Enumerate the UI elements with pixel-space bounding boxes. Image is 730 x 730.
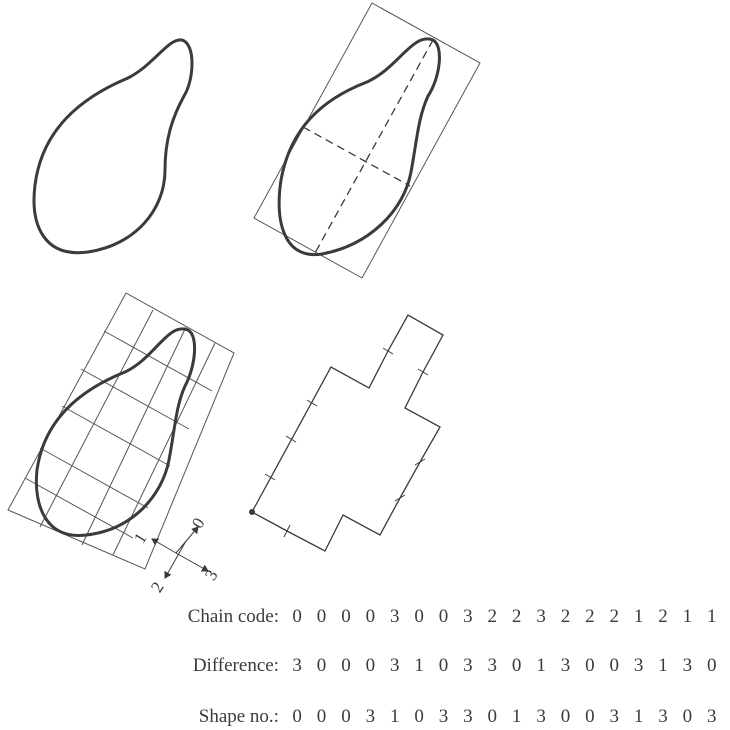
shape-number-label: Shape no.: [198,706,279,727]
grid-line [81,326,187,546]
axis-arrow-0 [175,526,199,554]
axis-arrow-2 [164,540,187,579]
axis-label-1: 1 [130,529,151,546]
axis-arrow-1 [151,538,177,554]
shape-number-digit: 0 [487,706,498,727]
difference-digit: 3 [389,655,400,676]
shape-number-digit: 0 [414,706,424,727]
difference-digit: 3 [487,655,498,676]
chain-code-digit: 1 [633,606,644,627]
tick [306,399,318,407]
shape-number-digit: 3 [609,706,619,727]
chain-code-polygon [251,314,444,552]
tick [414,458,426,466]
tick [285,435,297,443]
difference-digit: 0 [511,655,522,676]
start-point [249,509,255,515]
difference-digit: 0 [438,655,449,676]
chain-code-digit: 2 [585,606,595,627]
chain-code-digit: 2 [609,606,619,627]
chain-code-row: Chain code: 0 0 0 0 3 0 0 3 2 2 3 2 2 2 … [188,604,724,630]
chain-code-digit: 2 [487,606,498,627]
shape-number-digit: 0 [316,706,327,727]
chain-code-digit: 3 [463,606,473,627]
axis-label-2: 2 [147,578,168,595]
difference-digit: 3 [633,655,644,676]
boundary-on-grid [34,327,197,537]
shape-number-digit: 1 [511,706,522,727]
difference-digit: 0 [341,655,351,676]
difference-digit: 3 [463,655,473,676]
shape-number-digit: 3 [365,706,376,727]
difference-digit: 0 [585,655,595,676]
chain-code-digit: 3 [389,606,400,627]
segment-ticks [264,347,429,538]
chain-code-digit: 0 [365,606,376,627]
chain-code-digits: 0 0 0 0 3 0 0 3 2 2 3 2 2 2 1 2 1 1 [285,606,724,628]
tick [417,368,429,376]
axis-label-0: 0 [188,514,209,531]
shape-number-digit: 3 [707,706,717,727]
shape-number-digit: 3 [438,706,449,727]
difference-digits: 3 0 0 0 3 1 0 3 3 0 1 3 0 0 3 1 3 0 [285,655,724,677]
chain-code-digit: 2 [560,606,571,627]
axis-label-3: 3 [201,566,222,583]
difference-digit: 0 [365,655,376,676]
minor-axis [302,126,411,187]
axis-arrow-3 [175,552,209,572]
grid-line [80,368,190,430]
grid-line [8,274,91,510]
chain-code-digit: 0 [341,606,351,627]
chain-code-digit: 1 [707,606,717,627]
panel-chain-polygon [249,314,444,552]
grid-line [61,405,171,467]
shape-number-digits: 0 0 0 3 1 0 3 3 0 1 3 0 0 3 1 3 0 3 [285,706,724,728]
shape-number-digit: 3 [536,706,546,727]
shape-number-row: Shape no.: 0 0 0 3 1 0 3 3 0 1 3 0 0 3 1… [199,704,724,730]
difference-row: Difference: 3 0 0 0 3 1 0 3 3 0 1 3 0 0 … [193,653,724,679]
chain-code-label: Chain code: [187,606,279,627]
shape-number-digit: 0 [585,706,595,727]
grid-line [39,447,149,509]
boundary-original [32,38,194,255]
grid-line [39,309,154,528]
tick [394,494,406,502]
difference-digit: 3 [292,655,302,676]
major-axis [314,39,434,254]
tick [283,524,291,538]
difference-digit: 1 [414,655,424,676]
shape-number-digit: 3 [463,706,473,727]
difference-digit: 0 [609,655,619,676]
difference-digit: 3 [682,655,693,676]
chain-code-digit: 0 [414,606,424,627]
shape-number-digit: 0 [292,706,302,727]
tick [264,473,276,481]
difference-label: Difference: [192,655,279,676]
chain-code-digit: 1 [682,606,693,627]
chain-code-digit: 2 [658,606,668,627]
chain-code-digit: 0 [316,606,327,627]
difference-digit: 1 [536,655,546,676]
difference-digit: 1 [658,655,668,676]
chain-code-digit: 3 [536,606,546,627]
boundary-rotated [277,37,441,257]
chain-code-digit: 0 [438,606,449,627]
tick [382,347,394,355]
shape-number-digit: 1 [389,706,400,727]
chain-code-digit: 0 [292,606,302,627]
difference-digit: 0 [316,655,327,676]
shape-number-digit: 3 [658,706,668,727]
shape-number-digit: 0 [682,706,693,727]
difference-digit: 3 [560,655,571,676]
shape-number-digit: 0 [560,706,571,727]
shape-number-digit: 0 [341,706,351,727]
panel-basic-rectangle [253,2,481,279]
shape-number-digit: 1 [633,706,644,727]
basic-rectangle [253,2,481,279]
chain-code-digit: 2 [511,606,522,627]
direction-axes: 0 1 2 3 [130,514,222,595]
grid-line [103,330,213,392]
difference-digit: 0 [707,655,717,676]
